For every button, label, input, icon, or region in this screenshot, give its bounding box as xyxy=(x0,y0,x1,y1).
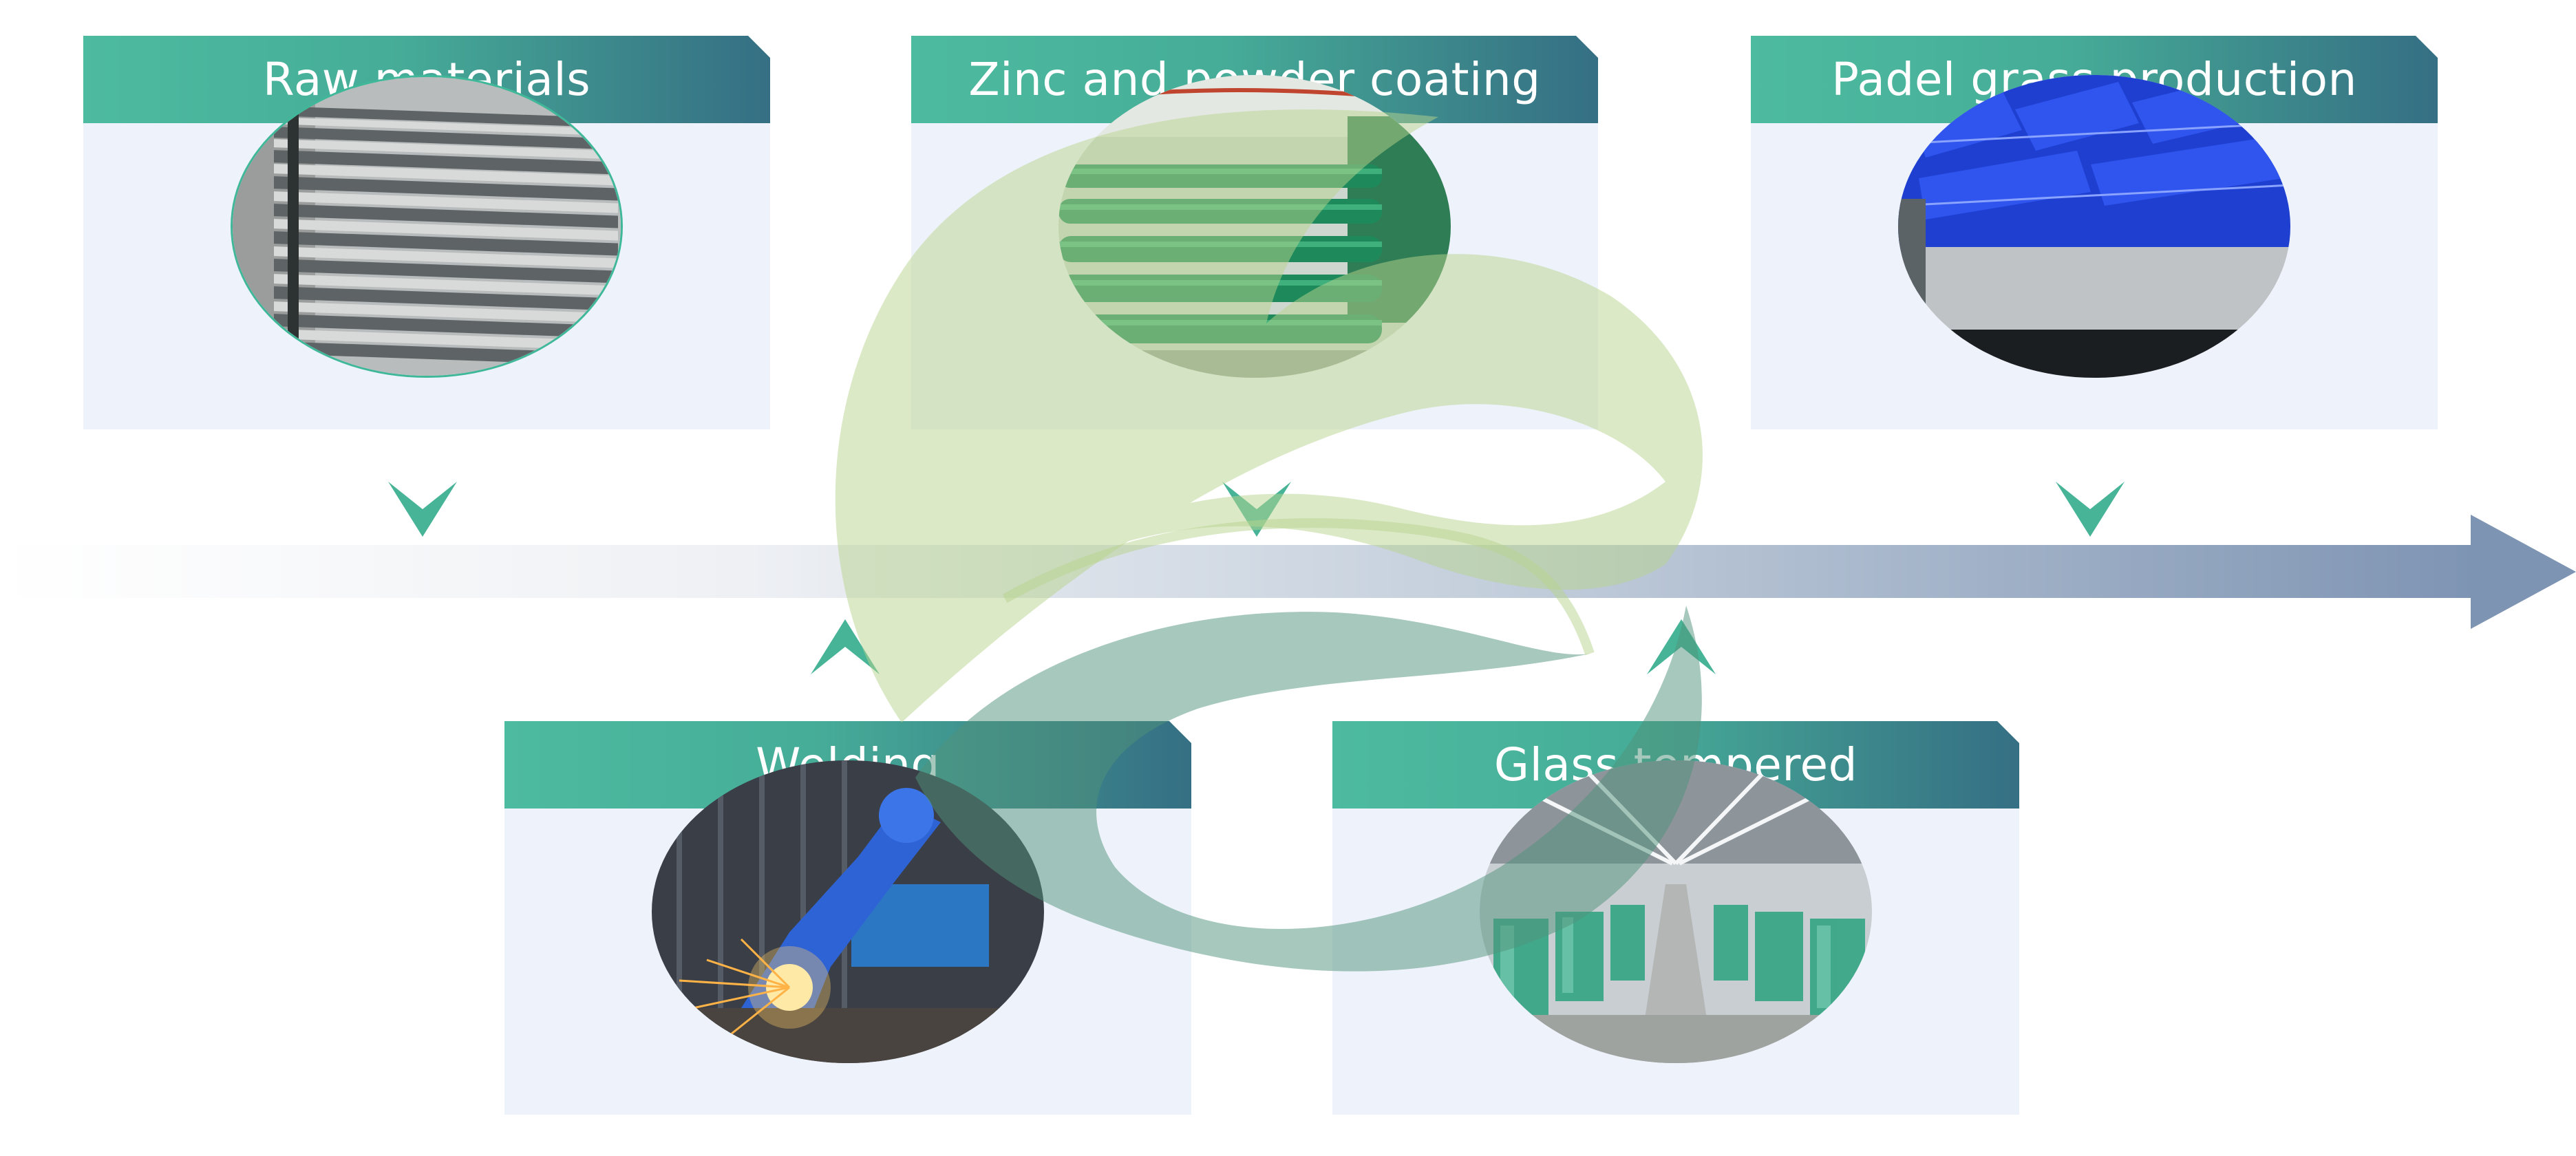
step-card-zinc-powder-coating: Zinc and powder coating xyxy=(911,36,1598,429)
chevron-down-icon xyxy=(1222,482,1291,537)
step-card-raw-materials: Raw materials xyxy=(83,36,770,429)
timeline-shaft xyxy=(0,545,2478,598)
steel-profiles-photo xyxy=(231,75,623,378)
coated-green-tubes-photo xyxy=(1058,75,1451,378)
leaf-stem xyxy=(1002,518,1595,656)
blue-artificial-grass-machine-photo xyxy=(1898,75,2290,378)
glass-factory-hall-photo xyxy=(1480,760,1872,1063)
step-card-padel-grass-production: Padel grass production xyxy=(1751,36,2438,429)
step-card-glass-tempered: Glass tempered xyxy=(1332,721,2019,1115)
timeline-arrowhead xyxy=(2471,515,2576,629)
robotic-welding-arm-photo xyxy=(652,760,1044,1063)
chevron-down-icon xyxy=(388,482,457,537)
chevron-up-icon xyxy=(1647,619,1716,674)
step-card-welding: Welding xyxy=(504,721,1191,1115)
chevron-up-icon xyxy=(811,619,880,674)
chevron-down-icon xyxy=(2056,482,2125,537)
